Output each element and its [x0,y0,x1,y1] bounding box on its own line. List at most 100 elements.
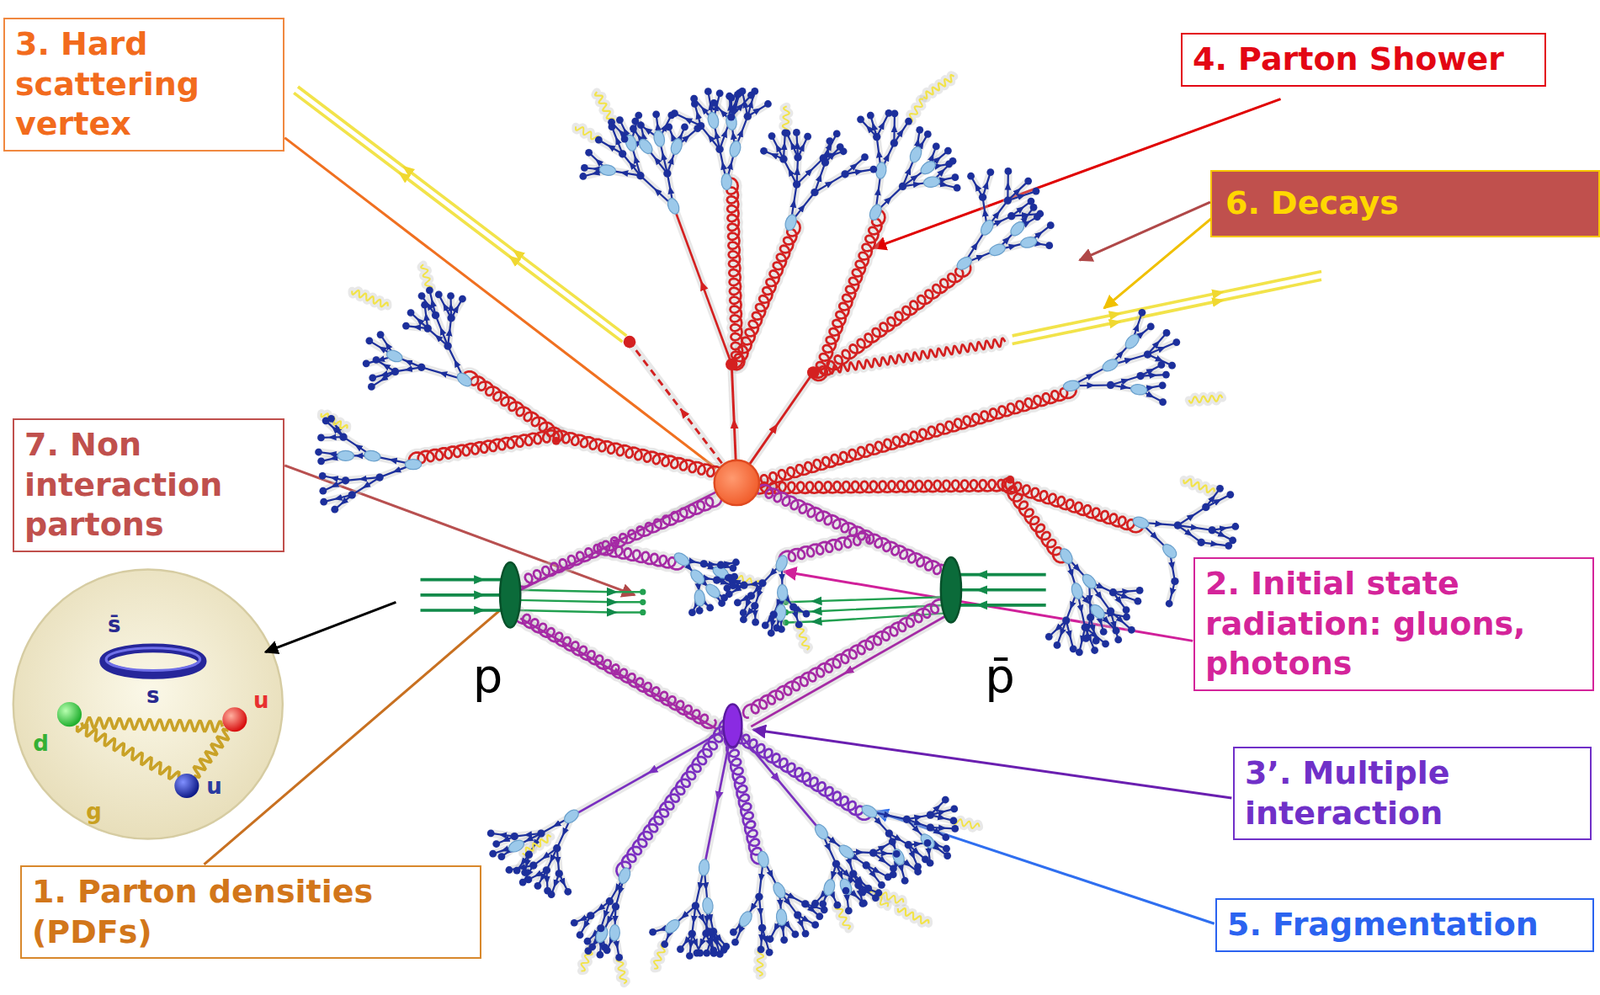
shower-line [726,724,872,819]
shower-halo [1066,620,1074,649]
particle-dot [1062,616,1070,624]
particle-dot [811,920,819,929]
shower-halo [1183,478,1214,493]
particle-dot [1106,381,1115,389]
particle-dot [795,621,803,629]
hadronisation-blob [725,112,739,131]
particle-dot [519,878,527,887]
particle-dot [318,487,327,495]
particle-dot [811,899,819,908]
hadronisation-blob [867,202,884,223]
callout-text: 6. Decays [1225,183,1585,224]
particle-dot [418,292,426,300]
hadronisation-blob [783,212,799,232]
particle-dot [1109,588,1117,596]
hadronisation-blob [1062,379,1080,393]
shower-line [520,618,717,729]
particle-dot [1045,241,1053,250]
shower-line [786,132,798,158]
particle-dot [818,899,827,908]
particle-dot [833,901,841,909]
particle-dot [950,805,958,814]
shower-line [898,908,929,924]
shower-line [435,315,449,346]
particle-dot [770,611,778,619]
callout-box: 5. Fragmentation [1215,898,1595,952]
shower-halo [908,99,924,123]
quark-ball [57,701,82,727]
beam-parton [419,608,505,612]
particle-dot [1004,196,1012,205]
quark-label: s [146,684,160,707]
particle-dot [663,169,671,177]
leader-line [203,604,507,865]
shower-halo [514,610,716,729]
hadronisation-blob [693,589,706,607]
particle-dot [1005,475,1015,484]
particle-dot [807,366,820,379]
hadronisation-blob [669,137,685,156]
particle-dot [872,132,881,141]
shower-halo [580,946,592,972]
particle-dot [761,621,770,630]
particle-dot [949,157,957,165]
shower-line [893,121,909,144]
particle-dot [618,149,627,158]
illustration-part [314,87,1239,962]
decay-arrow [297,86,627,336]
particle-dot [1147,323,1155,331]
particle-dot [1158,381,1167,389]
hadronisation-blob [918,831,937,851]
particle-dot [1069,644,1078,653]
hadronisation-blob [836,842,856,862]
particle-dot [832,860,840,868]
particle-dot [950,817,958,825]
particle-dot [802,610,811,618]
particle-dot [793,153,802,161]
particle-dot [845,907,853,915]
particle-dot [1090,646,1099,654]
hadronisation-blob [1130,382,1149,396]
beam-parton [956,573,1047,577]
callout-box: 7. Non interaction partons [12,418,285,553]
particle-dot [1231,522,1239,531]
particle-dot [1106,606,1115,615]
particle-dot [750,601,759,610]
shower-line [750,616,945,727]
callout-box: 1. Parton densities (PDFs) [20,865,482,959]
hadronisation-blob [688,567,707,587]
particle-dot [341,476,350,484]
beam-parton [419,593,505,597]
particle-dot [513,866,521,875]
quark-label: u [253,689,270,712]
hadronisation-blob [506,837,527,855]
hadronisation-blob [838,877,855,897]
shower-line [691,905,696,934]
hadronisation-blob [616,866,633,886]
particle-dot [758,924,766,932]
particle-dot [803,132,812,141]
particle-dot [1138,308,1147,317]
hard-vertex [714,460,760,505]
particle-dot [889,871,898,879]
particle-dot [877,881,886,889]
hadronisation-blob [404,459,421,470]
particle-dot [890,138,899,147]
particle-dot [744,112,752,121]
hadronisation-blob [363,449,382,463]
particle-dot [772,624,781,633]
particle-dot [314,448,323,457]
particle-dot [862,861,871,869]
hadronisation-blob [1160,542,1180,561]
particle-dot [458,295,467,303]
particle-dot [588,942,596,951]
hadronisation-blob [978,217,996,238]
particle-dot [616,116,624,124]
particle-dot [534,882,543,890]
particle-dot [367,382,376,391]
particle-dot [888,838,897,846]
particle-dot [942,845,951,853]
shower-line [533,848,558,866]
beam-parton [419,578,505,582]
particle-dot [754,893,763,901]
